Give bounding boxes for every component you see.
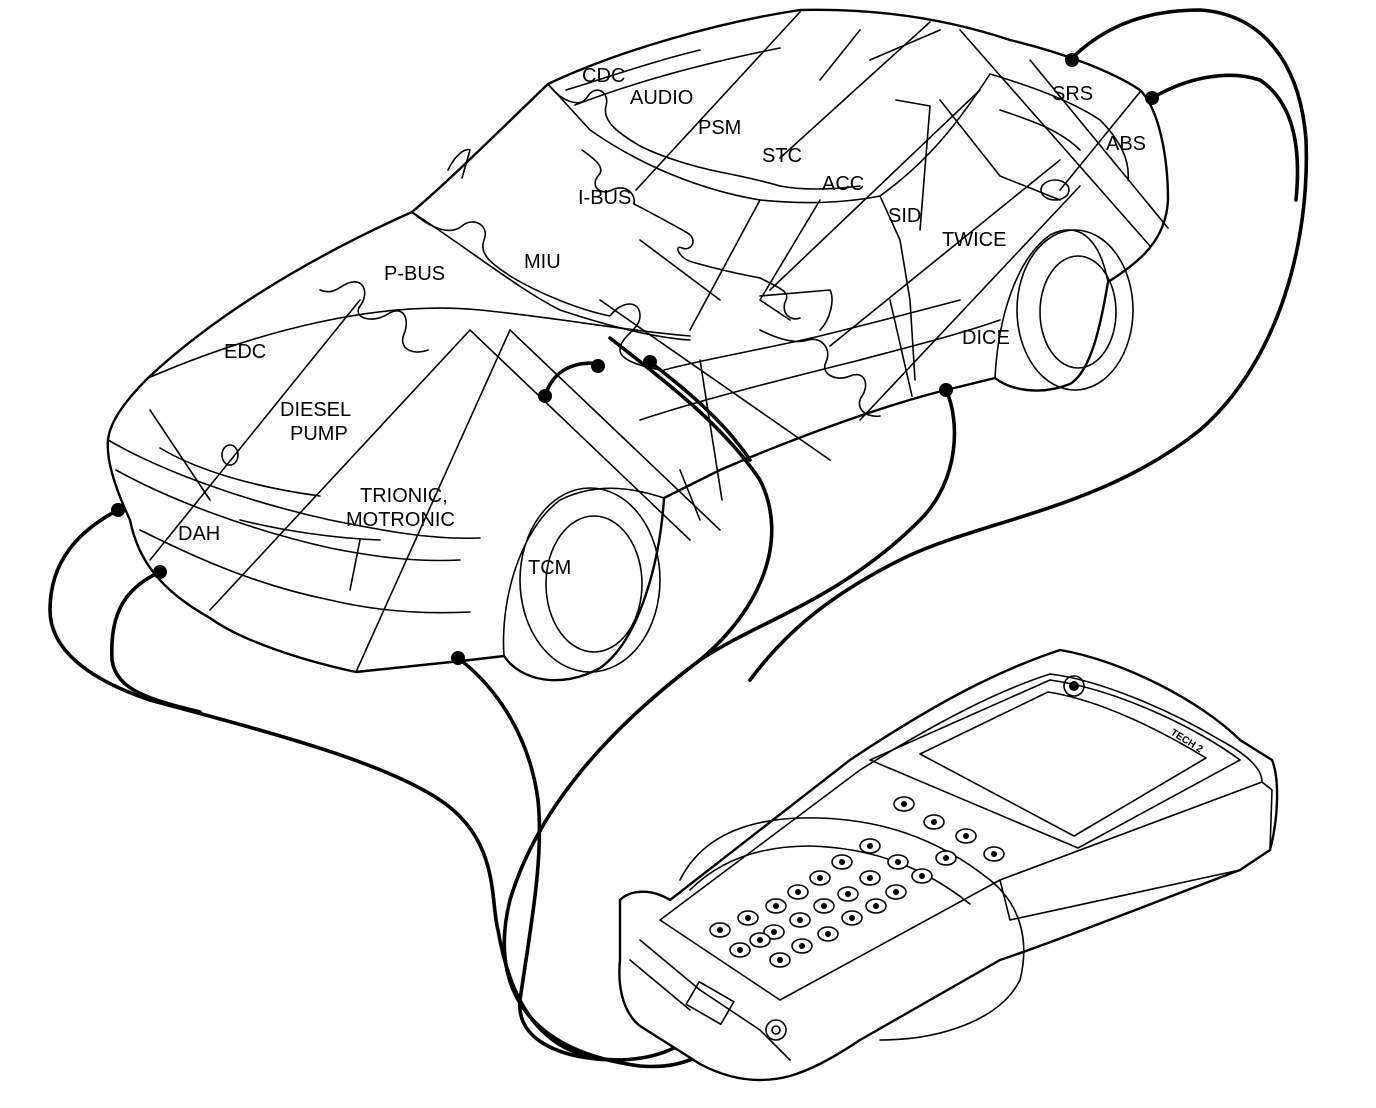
keypad-button-mark [893, 889, 899, 895]
keypad-button-mark [839, 859, 845, 865]
keypad-button-mark [825, 931, 831, 937]
label-motronic: MOTRONIC [346, 509, 455, 531]
connector-dot [111, 503, 125, 517]
network-puzzle-lines [149, 11, 1169, 673]
keypad-button-mark [717, 927, 723, 933]
connector-dot [939, 383, 953, 397]
db-connector[interactable] [685, 980, 735, 1026]
label-cdc: CDC [582, 65, 625, 87]
keypad-button-mark [901, 801, 907, 807]
label-dice: DICE [962, 327, 1010, 349]
label-sid: SID [888, 205, 921, 227]
label-p-bus: P-BUS [384, 263, 445, 285]
label-tcm: TCM [528, 557, 571, 579]
keypad-button-mark [797, 917, 803, 923]
keypad-button-mark [771, 929, 777, 935]
keypad-button-mark [867, 843, 873, 849]
keypad-button-mark [799, 943, 805, 949]
keypad-button-mark [821, 903, 827, 909]
keypad-button-mark [991, 851, 997, 857]
label-diesel: DIESEL [280, 399, 351, 421]
keypad-button-mark [943, 855, 949, 861]
keypad-button-mark [757, 937, 763, 943]
connector-dot [1145, 91, 1159, 105]
diagnostic-cables [48, 8, 1309, 1069]
connector-dot [591, 359, 605, 373]
label-twice: TWICE [942, 229, 1006, 251]
label-trionic: TRIONIC, [360, 485, 448, 507]
label-srs: SRS [1052, 83, 1093, 105]
label-pump: PUMP [290, 423, 348, 445]
connector-dot [451, 651, 465, 665]
label-i-bus: I-BUS [578, 187, 631, 209]
keypad-button-mark [773, 903, 779, 909]
connector-dot [643, 355, 657, 369]
label-acc: ACC [822, 173, 864, 195]
keypad-button-mark [873, 903, 879, 909]
connector-dot [1065, 53, 1079, 67]
keypad-button-mark [931, 819, 937, 825]
scan-tool-keypad [709, 796, 1005, 968]
label-miu: MIU [524, 251, 561, 273]
logo-icon [1063, 675, 1085, 697]
keypad-button-mark [849, 915, 855, 921]
keypad-button-mark [745, 915, 751, 921]
keypad-button-mark [777, 957, 783, 963]
label-audio: AUDIO [630, 87, 693, 109]
label-stc: STC [762, 145, 802, 167]
keypad-button-mark [895, 859, 901, 865]
label-edc: EDC [224, 341, 266, 363]
keypad-button-mark [963, 833, 969, 839]
label-abs: ABS [1106, 133, 1146, 155]
keypad-button-mark [795, 889, 801, 895]
module-labels: CDC AUDIO PSM SRS ABS STC ACC I-BUS SID … [178, 65, 1146, 579]
keypad-button-mark [845, 891, 851, 897]
keypad-button-mark [737, 947, 743, 953]
label-psm: PSM [698, 117, 741, 139]
keypad-button-mark [817, 875, 823, 881]
connector-dot [153, 565, 167, 579]
keypad-button-mark [919, 873, 925, 879]
label-dah: DAH [178, 523, 220, 545]
connector-dot [538, 389, 552, 403]
keypad-button-mark [867, 875, 873, 881]
